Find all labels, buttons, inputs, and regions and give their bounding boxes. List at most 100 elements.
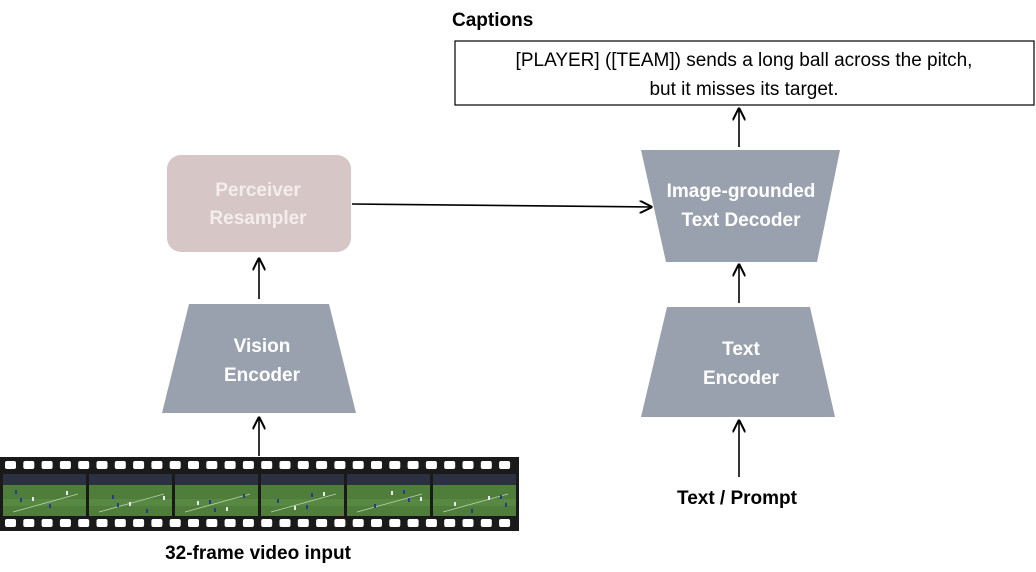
sprocket-hole <box>151 519 163 527</box>
sprocket-hole <box>334 461 346 469</box>
video-input-label: 32-frame video input <box>165 543 351 564</box>
frame-player <box>226 507 228 511</box>
text-encoder-shape <box>641 307 835 417</box>
frame-stands <box>433 474 516 485</box>
sprocket-hole <box>5 519 16 527</box>
frame-field-line <box>184 493 251 513</box>
video-frame <box>433 474 516 516</box>
sprocket-hole <box>242 519 254 527</box>
sprocket-hole <box>407 461 419 469</box>
frame-field-line <box>12 493 79 513</box>
sprocket-hole <box>425 461 437 469</box>
frame-player <box>49 504 51 508</box>
sprocket-hole <box>188 461 199 469</box>
sprocket-hole <box>133 519 145 527</box>
frame-player <box>420 497 422 501</box>
sprocket-hole <box>5 461 16 469</box>
frame-player <box>277 499 279 503</box>
perceiver-label-line-1: Perceiver <box>215 180 301 201</box>
frame-stands <box>3 474 86 485</box>
video-film-strip <box>0 457 519 531</box>
frame-player <box>294 506 296 510</box>
sprocket-hole <box>169 461 181 469</box>
sprocket-hole <box>371 461 382 469</box>
video-frame <box>89 474 172 516</box>
frame-player <box>146 509 148 513</box>
frame-player <box>129 502 131 506</box>
frame-player <box>32 497 34 501</box>
sprocket-hole <box>297 461 309 469</box>
frame-field-line <box>270 493 337 513</box>
frame-player <box>488 496 490 500</box>
text-encoder-label-line-1: Text <box>722 339 760 360</box>
arrow-perceiver-to-decoder <box>351 204 651 207</box>
frame-player <box>66 491 68 495</box>
film-strip-background <box>0 457 519 531</box>
text-prompt-label: Text / Prompt <box>677 488 798 509</box>
sprocket-hole <box>41 519 53 527</box>
sprocket-hole <box>224 519 236 527</box>
frame-player <box>163 496 165 500</box>
video-frame <box>175 474 258 516</box>
frame-stands <box>89 474 172 485</box>
vision-encoder-shape <box>162 304 356 413</box>
sprocket-hole <box>462 519 474 527</box>
sprocket-hole <box>480 519 492 527</box>
frame-stands <box>175 474 258 485</box>
sprocket-hole <box>224 461 236 469</box>
frame-player <box>197 501 199 505</box>
text-decoder-label-line-2: Text Decoder <box>682 210 802 231</box>
sprocket-hole <box>114 461 126 469</box>
sprocket-hole <box>425 519 437 527</box>
frame-player <box>20 498 22 502</box>
perceiver-resampler-box <box>167 155 351 252</box>
vision-encoder-label-line-2: Encoder <box>224 365 301 386</box>
text-decoder-shape <box>641 150 840 262</box>
text-encoder-label-line-2: Encoder <box>703 368 780 389</box>
frame-player <box>408 498 410 502</box>
frame-player <box>214 508 216 512</box>
sprocket-hole <box>316 519 328 527</box>
frame-player <box>117 503 119 507</box>
frame-player <box>323 492 325 496</box>
sprocket-hole <box>261 519 273 527</box>
sprocket-hole <box>371 519 382 527</box>
frame-pitch-stripe <box>433 499 516 506</box>
sprocket-hole <box>242 461 254 469</box>
sprocket-hole <box>407 519 419 527</box>
film-holes-top <box>5 461 511 469</box>
frame-pitch-stripe <box>3 499 86 506</box>
frame-player <box>505 503 507 507</box>
sprocket-hole <box>59 461 71 469</box>
sprocket-hole <box>169 519 181 527</box>
sprocket-hole <box>389 519 401 527</box>
video-frame <box>347 474 430 516</box>
captions-box <box>454 40 1035 106</box>
sprocket-hole <box>114 519 126 527</box>
sprocket-hole <box>352 519 364 527</box>
frame-player <box>391 491 393 495</box>
frame-player <box>243 494 245 498</box>
frame-player <box>112 495 114 499</box>
sprocket-hole <box>279 461 291 469</box>
sprocket-hole <box>151 461 163 469</box>
sprocket-hole <box>206 519 218 527</box>
captions-heading: Captions <box>452 10 533 31</box>
frame-player <box>500 495 502 499</box>
caption-line-2: but it misses its target. <box>649 79 838 100</box>
sprocket-hole <box>188 519 199 527</box>
video-frame <box>261 474 344 516</box>
sprocket-hole <box>78 519 90 527</box>
video-frame <box>3 474 86 516</box>
sprocket-hole <box>334 519 346 527</box>
sprocket-hole <box>279 519 291 527</box>
frame-player <box>403 490 405 494</box>
sprocket-hole <box>352 461 364 469</box>
frame-stands <box>261 474 344 485</box>
sprocket-hole <box>316 461 328 469</box>
sprocket-hole <box>261 461 273 469</box>
frame-player <box>454 502 456 506</box>
text-decoder-label-line-1: Image-grounded <box>667 181 816 202</box>
sprocket-hole <box>96 461 108 469</box>
